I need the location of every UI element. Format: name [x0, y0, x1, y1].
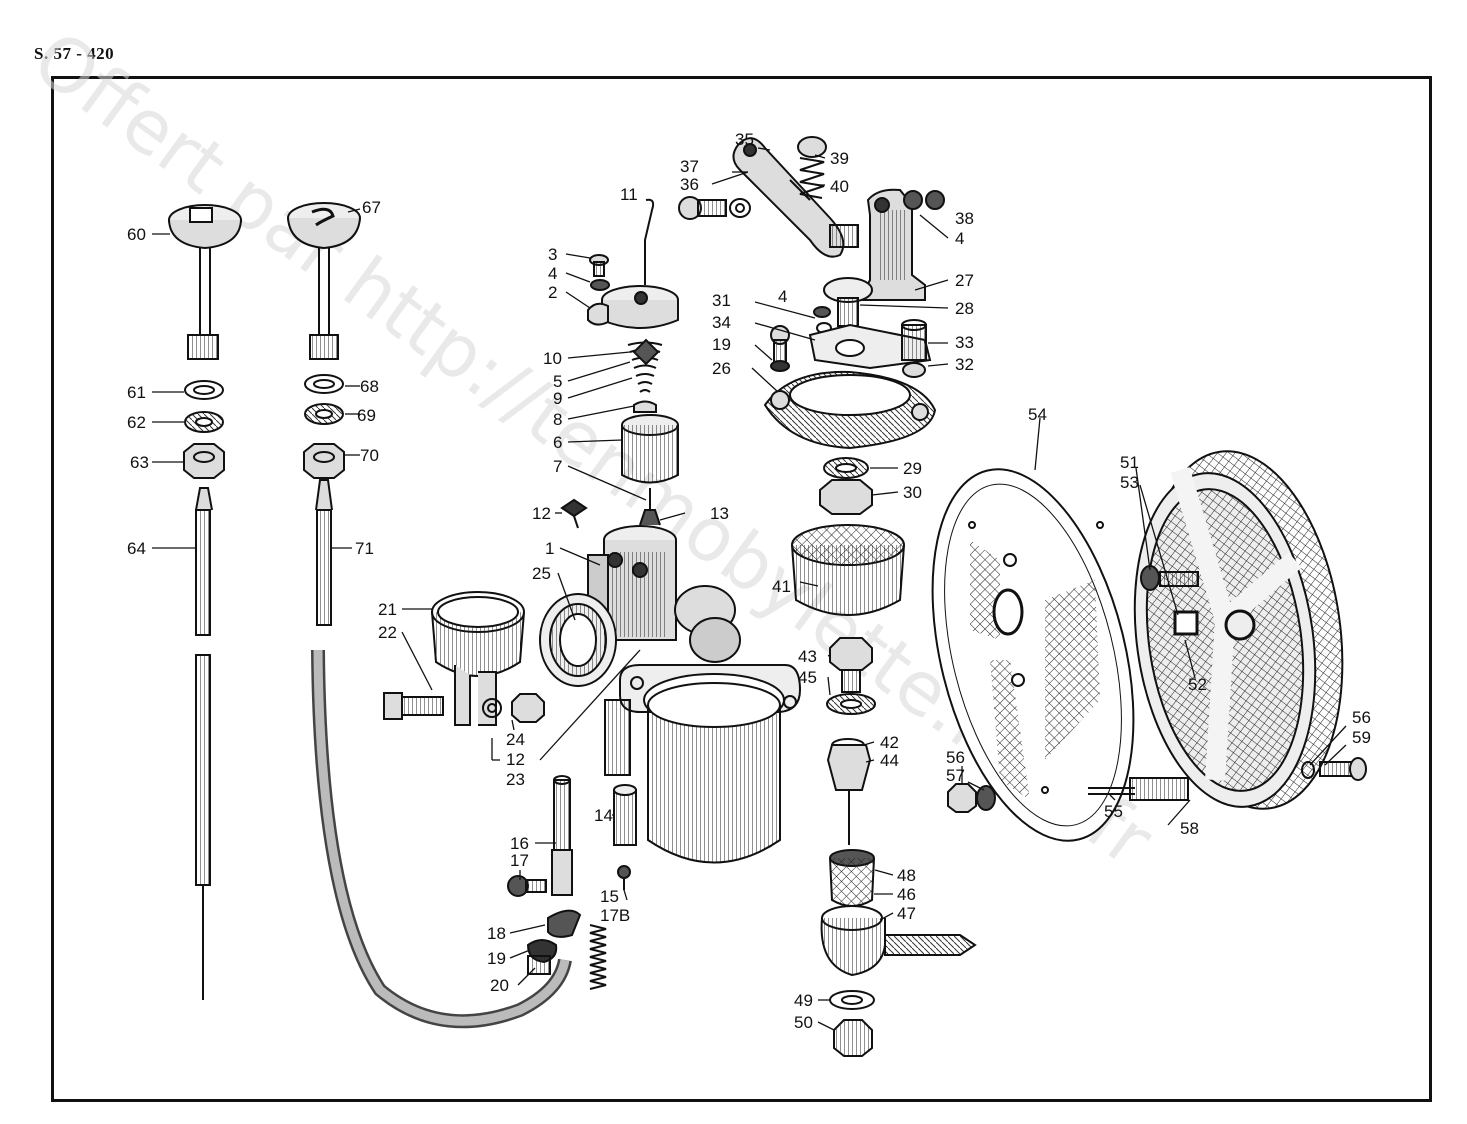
part-label-31: 31	[712, 291, 731, 310]
part-label-4-center: 4	[778, 287, 787, 306]
part-label-24: 24	[506, 730, 525, 749]
mounting-clamp	[383, 591, 545, 726]
part-label-25: 25	[532, 564, 551, 583]
part-label-53: 53	[1120, 473, 1139, 492]
part-label-46: 46	[897, 885, 916, 904]
part-label-41: 41	[772, 577, 791, 596]
part-label-35: 35	[735, 130, 754, 149]
part-label-58: 58	[1180, 819, 1199, 838]
part-label-3: 3	[548, 245, 557, 264]
part-label-50: 50	[794, 1013, 813, 1032]
choke-plunger-parts	[507, 775, 607, 990]
part-label-12-lower: 12	[506, 750, 525, 769]
part-label-44: 44	[880, 751, 899, 770]
part-label-55: 55	[1104, 802, 1123, 821]
part-label-5: 5	[553, 372, 562, 391]
part-label-30: 30	[903, 483, 922, 502]
part-label-14: 14	[594, 806, 613, 825]
page-reference: S. 57 - 420	[34, 44, 115, 63]
part-label-12-upper: 12	[532, 504, 551, 523]
part-label-57: 57	[946, 766, 965, 785]
diagram-frame	[51, 76, 1432, 1102]
throttle-lever-assembly	[678, 136, 945, 450]
part-label-51: 51	[1120, 453, 1139, 472]
part-label-4-right: 4	[955, 229, 964, 248]
part-label-71: 71	[355, 539, 374, 558]
part-label-68: 68	[360, 377, 379, 396]
part-label-32: 32	[955, 355, 974, 374]
part-label-47: 47	[897, 904, 916, 923]
part-label-17b: 17B	[600, 906, 630, 925]
part-label-43: 43	[798, 647, 817, 666]
part-label-62: 62	[127, 413, 146, 432]
part-label-13: 13	[710, 504, 729, 523]
part-label-63: 63	[130, 453, 149, 472]
fuel-filter-parts	[791, 457, 977, 1057]
part-label-19-lower: 19	[487, 949, 506, 968]
part-label-8: 8	[553, 410, 562, 429]
part-label-4-left: 4	[548, 264, 557, 283]
part-number-labels: 60 61 62 63 64 67 68 69 70 71 21 22 24 2…	[127, 130, 1371, 1032]
part-label-49: 49	[794, 991, 813, 1010]
part-label-27: 27	[955, 271, 974, 290]
part-label-38: 38	[955, 209, 974, 228]
part-label-20: 20	[490, 976, 509, 995]
part-label-39: 39	[830, 149, 849, 168]
part-label-33: 33	[955, 333, 974, 352]
choke-cable-assembly-right	[287, 202, 572, 1029]
part-label-56-right: 56	[1352, 708, 1371, 727]
part-label-59: 59	[1352, 728, 1371, 747]
carburetor-body	[539, 198, 802, 890]
part-label-42: 42	[880, 733, 899, 752]
part-label-29: 29	[903, 459, 922, 478]
part-label-7: 7	[553, 457, 562, 476]
part-label-37: 37	[680, 157, 699, 176]
part-label-23: 23	[506, 770, 525, 789]
part-label-60: 60	[127, 225, 146, 244]
part-label-36: 36	[680, 175, 699, 194]
part-label-70: 70	[360, 446, 379, 465]
part-label-10: 10	[543, 349, 562, 368]
air-filter-assembly	[931, 450, 1367, 842]
part-label-64: 64	[127, 539, 146, 558]
part-label-34: 34	[712, 313, 731, 332]
part-label-21: 21	[378, 600, 397, 619]
part-label-56-left: 56	[946, 748, 965, 767]
part-label-22: 22	[378, 623, 397, 642]
part-label-9: 9	[553, 389, 562, 408]
part-label-48: 48	[897, 866, 916, 885]
part-label-2: 2	[548, 283, 557, 302]
leader-lines	[152, 147, 1347, 1031]
part-label-61: 61	[127, 383, 146, 402]
part-label-16: 16	[510, 834, 529, 853]
part-label-11: 11	[620, 185, 638, 204]
part-label-15: 15	[600, 887, 619, 906]
part-label-45: 45	[798, 668, 817, 687]
part-label-52: 52	[1188, 675, 1207, 694]
part-label-69: 69	[357, 406, 376, 425]
part-label-67: 67	[362, 198, 381, 217]
part-label-54: 54	[1028, 405, 1047, 424]
part-label-6: 6	[553, 433, 562, 452]
part-label-26: 26	[712, 359, 731, 378]
choke-cable-assembly-left	[168, 204, 242, 1000]
part-label-1: 1	[545, 539, 554, 558]
part-label-19-upper: 19	[712, 335, 731, 354]
part-label-40: 40	[830, 177, 849, 196]
part-label-18: 18	[487, 924, 506, 943]
part-label-17: 17	[510, 851, 529, 870]
part-label-28: 28	[955, 299, 974, 318]
